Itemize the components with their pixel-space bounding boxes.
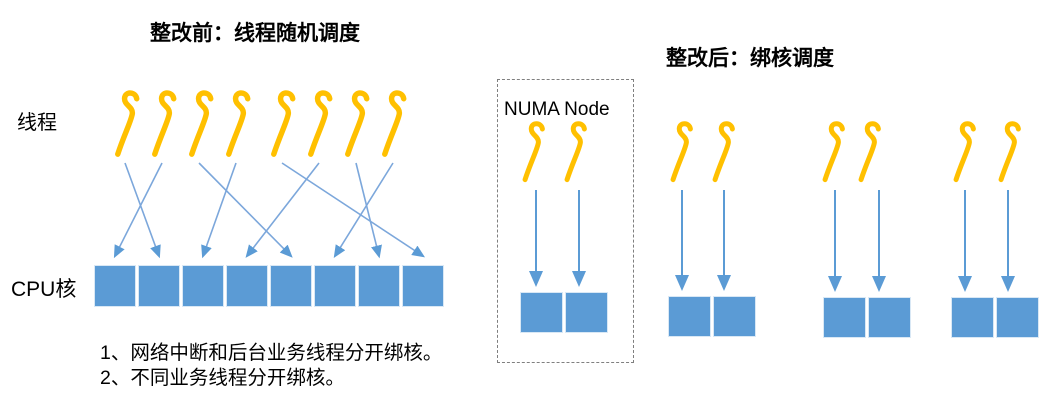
thread-bolt-icon <box>348 93 367 154</box>
thread-bolt-icon <box>118 93 137 154</box>
cpu-core-cell <box>668 296 711 337</box>
thread-bolt-icon <box>861 124 878 180</box>
cpu-core-cell <box>951 297 994 338</box>
cpu-cores-label: CPU核 <box>11 278 77 301</box>
thread-bolt-icon <box>385 93 404 154</box>
cpu-core-cell <box>358 265 400 307</box>
before-title: 整改前：线程随机调度 <box>150 22 360 45</box>
scheduling-arrow <box>113 162 163 259</box>
cpu-core-cell <box>270 265 312 307</box>
scheduling-arrow <box>245 162 320 258</box>
cpu-core-cell <box>868 297 911 338</box>
cpu-core-cell <box>182 265 224 307</box>
cpu-core-cell <box>314 265 356 307</box>
cpu-core-cell <box>226 265 268 307</box>
cpu-core-cell <box>996 297 1039 338</box>
cpu-core-cell <box>565 292 608 333</box>
thread-bolt-icon <box>673 124 690 180</box>
scheduling-arrow <box>124 162 161 259</box>
cpu-core-cell <box>713 296 756 337</box>
note-line-1: 1、网络中断和后台业务线程分开绑核。 <box>100 342 443 364</box>
thread-bolt-icon <box>274 93 293 154</box>
thread-bolt-icon <box>956 124 973 180</box>
cpu-core-cell <box>520 292 563 333</box>
numa-node-box: NUMA Node <box>497 79 634 363</box>
thread-bolt-icon <box>825 124 842 180</box>
thread-bolt-icon <box>192 93 211 154</box>
scheduling-arrow <box>198 162 293 258</box>
threads-label: 线程 <box>17 112 57 134</box>
scheduling-arrow <box>281 162 426 258</box>
numa-node-label: NUMA Node <box>504 99 610 120</box>
note-line-2: 2、不同业务线程分开绑核。 <box>100 367 345 389</box>
scheduling-arrow <box>333 162 394 259</box>
thread-bolt-icon <box>715 124 732 180</box>
cpu-core-cell <box>823 297 866 338</box>
thread-bolt-icon <box>311 93 330 154</box>
thread-bolt-icon <box>229 93 248 154</box>
after-title: 整改后：绑核调度 <box>666 47 834 70</box>
scheduling-arrow <box>355 162 382 259</box>
notes-block: 1、网络中断和后台业务线程分开绑核。 2、不同业务线程分开绑核。 <box>100 341 442 391</box>
scheduling-arrow <box>201 162 237 259</box>
cpu-core-cell <box>94 265 136 307</box>
thread-bolt-icon <box>155 93 174 154</box>
thread-bolt-icon <box>1001 124 1018 180</box>
cpu-core-cell <box>138 265 180 307</box>
cpu-core-cell <box>402 265 444 307</box>
